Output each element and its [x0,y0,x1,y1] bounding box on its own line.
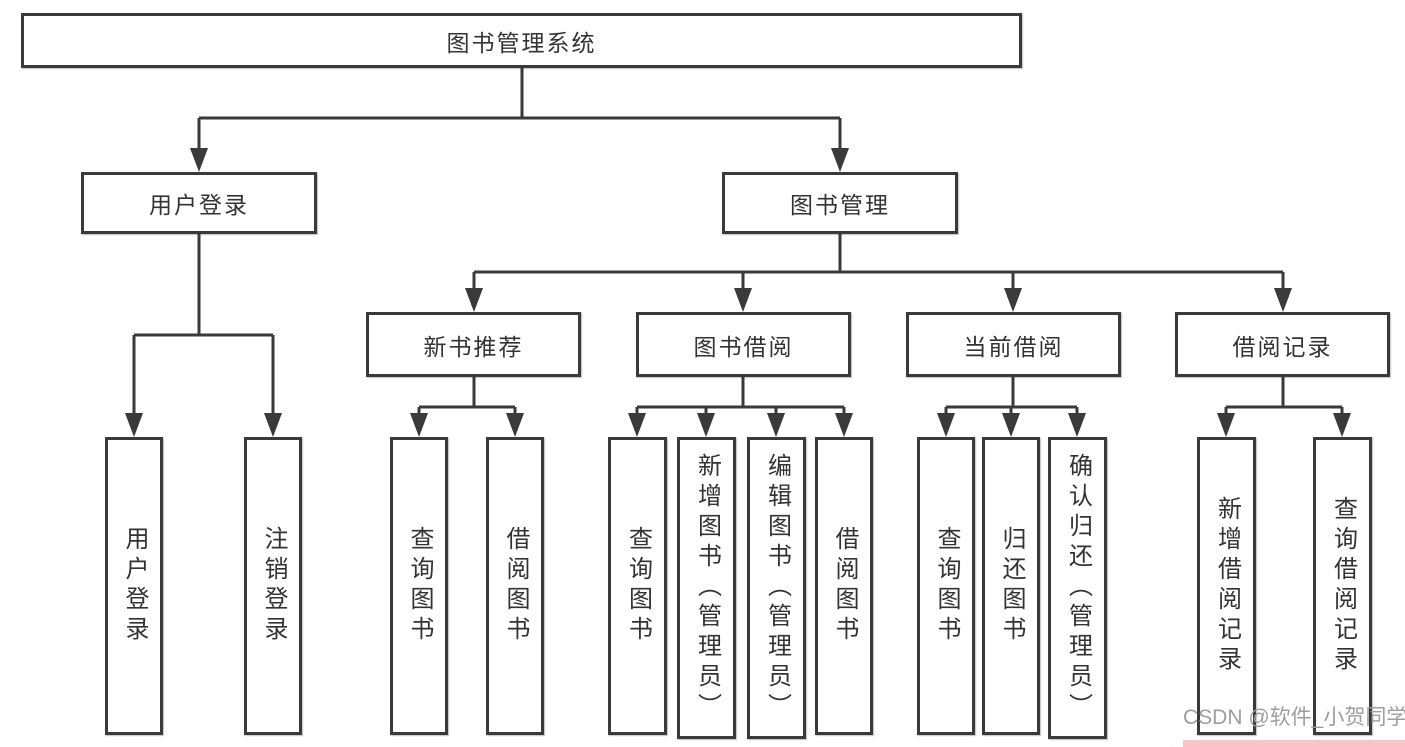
node-current-borrow: 当前借阅 [906,312,1121,377]
node-current-borrow-label: 当前借阅 [963,333,1064,360]
node-leaf-user-login-label: 用户登录 [121,526,148,646]
node-leaf-cb-return: 归还图书 [982,437,1040,735]
node-leaf-cb-query: 查询图书 [917,437,975,735]
node-leaf-bb-edit-label: 编辑图书（管理员） [763,453,791,723]
node-leaf-rec-query: 查询图书 [390,437,448,735]
watermark-strip [1183,740,1405,747]
node-leaf-cb-confirm: 确认归还（管理员） [1048,437,1107,739]
node-leaf-bb-borrow-label: 借阅图书 [831,526,858,646]
node-leaf-br-query: 查询借阅记录 [1313,437,1372,735]
node-leaf-bb-add: 新增图书（管理员） [677,437,736,739]
node-book-mgmt-label: 图书管理 [790,192,890,218]
watermark-text: CSDN @软件_小贺同学 [1183,706,1405,729]
node-new-book-rec-label: 新书推荐 [423,333,524,360]
node-leaf-rec-borrow: 借阅图书 [486,437,544,735]
node-leaf-br-add: 新增借阅记录 [1197,437,1256,735]
node-new-book-rec: 新书推荐 [366,312,581,377]
node-borrow-record-label: 借阅记录 [1232,333,1333,360]
node-leaf-br-query-label: 查询借阅记录 [1329,496,1357,676]
node-user-login-label: 用户登录 [149,192,249,218]
node-book-borrow: 图书借阅 [636,312,851,377]
node-leaf-cb-return-label: 归还图书 [998,526,1025,646]
node-leaf-bb-add-label: 新增图书（管理员） [693,453,721,723]
node-leaf-logout: 注销登录 [244,437,302,735]
node-borrow-record: 借阅记录 [1175,312,1390,377]
node-root: 图书管理系统 [21,13,1022,68]
node-leaf-rec-query-label: 查询图书 [406,526,433,646]
node-leaf-bb-query-label: 查询图书 [624,526,652,646]
node-leaf-rec-borrow-label: 借阅图书 [502,526,529,646]
node-leaf-cb-query-label: 查询图书 [933,526,960,646]
node-leaf-bb-edit: 编辑图书（管理员） [747,437,806,739]
node-leaf-user-login: 用户登录 [105,437,163,735]
arrowheads [125,148,1351,437]
node-leaf-logout-label: 注销登录 [260,526,287,646]
node-book-borrow-label: 图书借阅 [693,333,794,360]
node-leaf-bb-borrow: 借阅图书 [815,437,873,735]
node-user-login: 用户登录 [81,172,317,234]
node-leaf-bb-query: 查询图书 [608,437,667,735]
node-leaf-cb-confirm-label: 确认归还（管理员） [1064,453,1092,723]
node-book-mgmt: 图书管理 [722,172,958,234]
node-leaf-br-add-label: 新增借阅记录 [1213,496,1241,676]
node-root-label: 图书管理系统 [446,29,597,56]
